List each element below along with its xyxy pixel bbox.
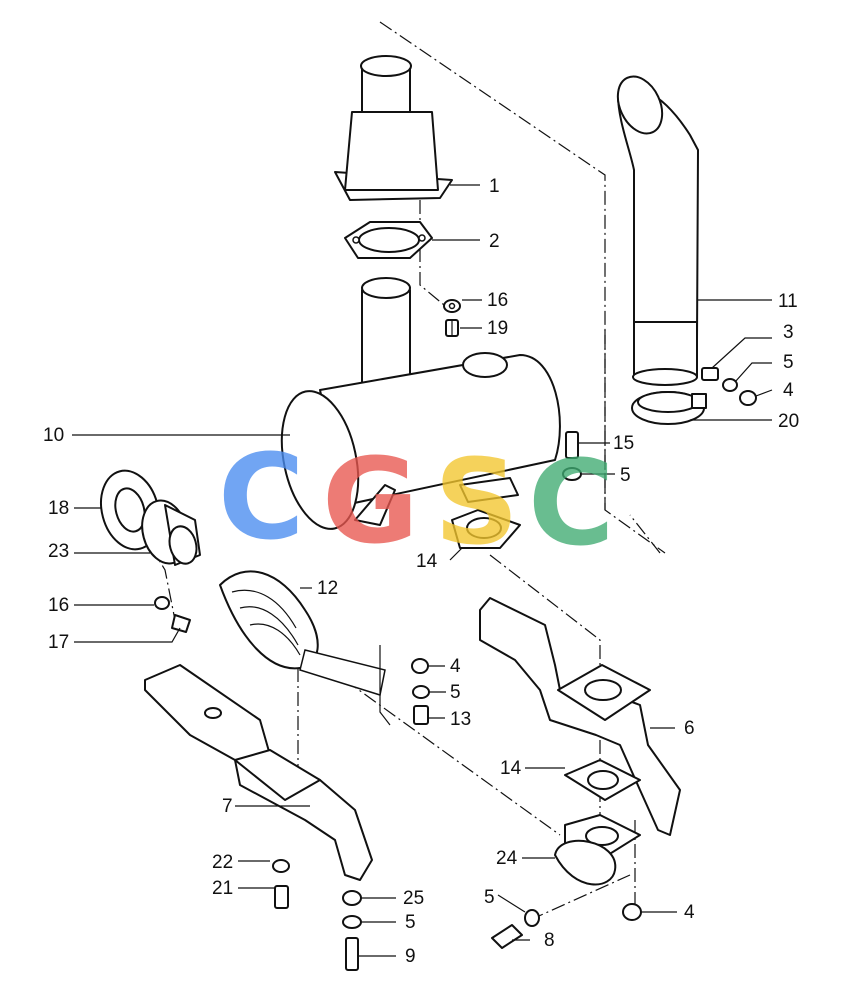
clamp-hardware	[701, 367, 757, 406]
callout-5-bottom: 5	[405, 912, 416, 933]
watermark: C G S C	[218, 428, 615, 572]
watermark-letter-g: G	[322, 432, 419, 570]
callout-16-top: 16	[487, 290, 508, 311]
nut-washer-16	[443, 299, 461, 313]
flex-pipe	[219, 570, 391, 726]
watermark-letter-c2: C	[528, 434, 615, 572]
callout-13: 13	[450, 709, 471, 730]
exhaust-outlet-cone	[334, 55, 453, 201]
washer-5-bottom	[342, 915, 362, 929]
mount-bracket	[144, 664, 373, 881]
callout-10: 10	[43, 425, 64, 446]
stud-9	[345, 937, 359, 971]
callout-24: 24	[496, 848, 518, 869]
watermark-letter-s: S	[434, 433, 519, 571]
band-clamp	[631, 391, 707, 425]
tail-pipe	[616, 75, 699, 386]
muffler	[280, 277, 561, 530]
callout-25: 25	[403, 888, 424, 909]
callout-14-lower: 14	[500, 758, 522, 779]
outlet-gasket	[344, 221, 433, 259]
adapter-23	[141, 499, 201, 566]
callout-4-center: 4	[450, 656, 461, 677]
callout-3: 3	[783, 322, 794, 343]
callout-20: 20	[778, 411, 799, 432]
callouts: 1 2 16 19 11 3 5 4 20 10 15 5 18 23 14 1…	[43, 176, 799, 967]
callout-4-clamp: 4	[783, 380, 794, 401]
washer-22	[272, 859, 290, 873]
washer-16-left	[154, 596, 170, 610]
callout-9: 9	[405, 946, 416, 967]
callout-15: 15	[613, 433, 634, 454]
watermark-letter-c1: C	[218, 428, 305, 566]
callout-6: 6	[684, 718, 695, 739]
callout-17: 17	[48, 632, 69, 653]
callout-4-bottom-right: 4	[684, 902, 695, 923]
bolt-15	[562, 431, 582, 481]
center-hardware	[411, 658, 430, 725]
support-bracket	[479, 597, 681, 836]
callout-7: 7	[222, 796, 233, 817]
callout-5-center: 5	[450, 682, 461, 703]
callout-5-bottom-right: 5	[484, 887, 495, 908]
callout-5-clamp: 5	[783, 352, 794, 373]
screw-17	[171, 614, 191, 633]
bolt-21	[274, 885, 289, 909]
callout-5-bolt15: 5	[620, 465, 631, 486]
callout-19: 19	[487, 318, 508, 339]
callout-22: 22	[212, 852, 233, 873]
elbow-24	[554, 814, 641, 886]
callout-8: 8	[544, 930, 555, 951]
bottom-right-hardware	[491, 903, 642, 949]
bolt-19	[445, 319, 459, 337]
callout-21: 21	[212, 878, 233, 899]
callout-14-upper: 14	[416, 551, 438, 572]
callout-11: 11	[778, 291, 798, 312]
nut-25	[342, 890, 362, 906]
callout-2: 2	[489, 231, 500, 252]
callout-23: 23	[48, 541, 69, 562]
callout-12: 12	[317, 578, 338, 599]
callout-1: 1	[489, 176, 500, 197]
callout-18: 18	[48, 498, 69, 519]
leader-lines	[72, 184, 773, 957]
callout-16-left: 16	[48, 595, 69, 616]
gasket-14-upper	[451, 509, 521, 549]
